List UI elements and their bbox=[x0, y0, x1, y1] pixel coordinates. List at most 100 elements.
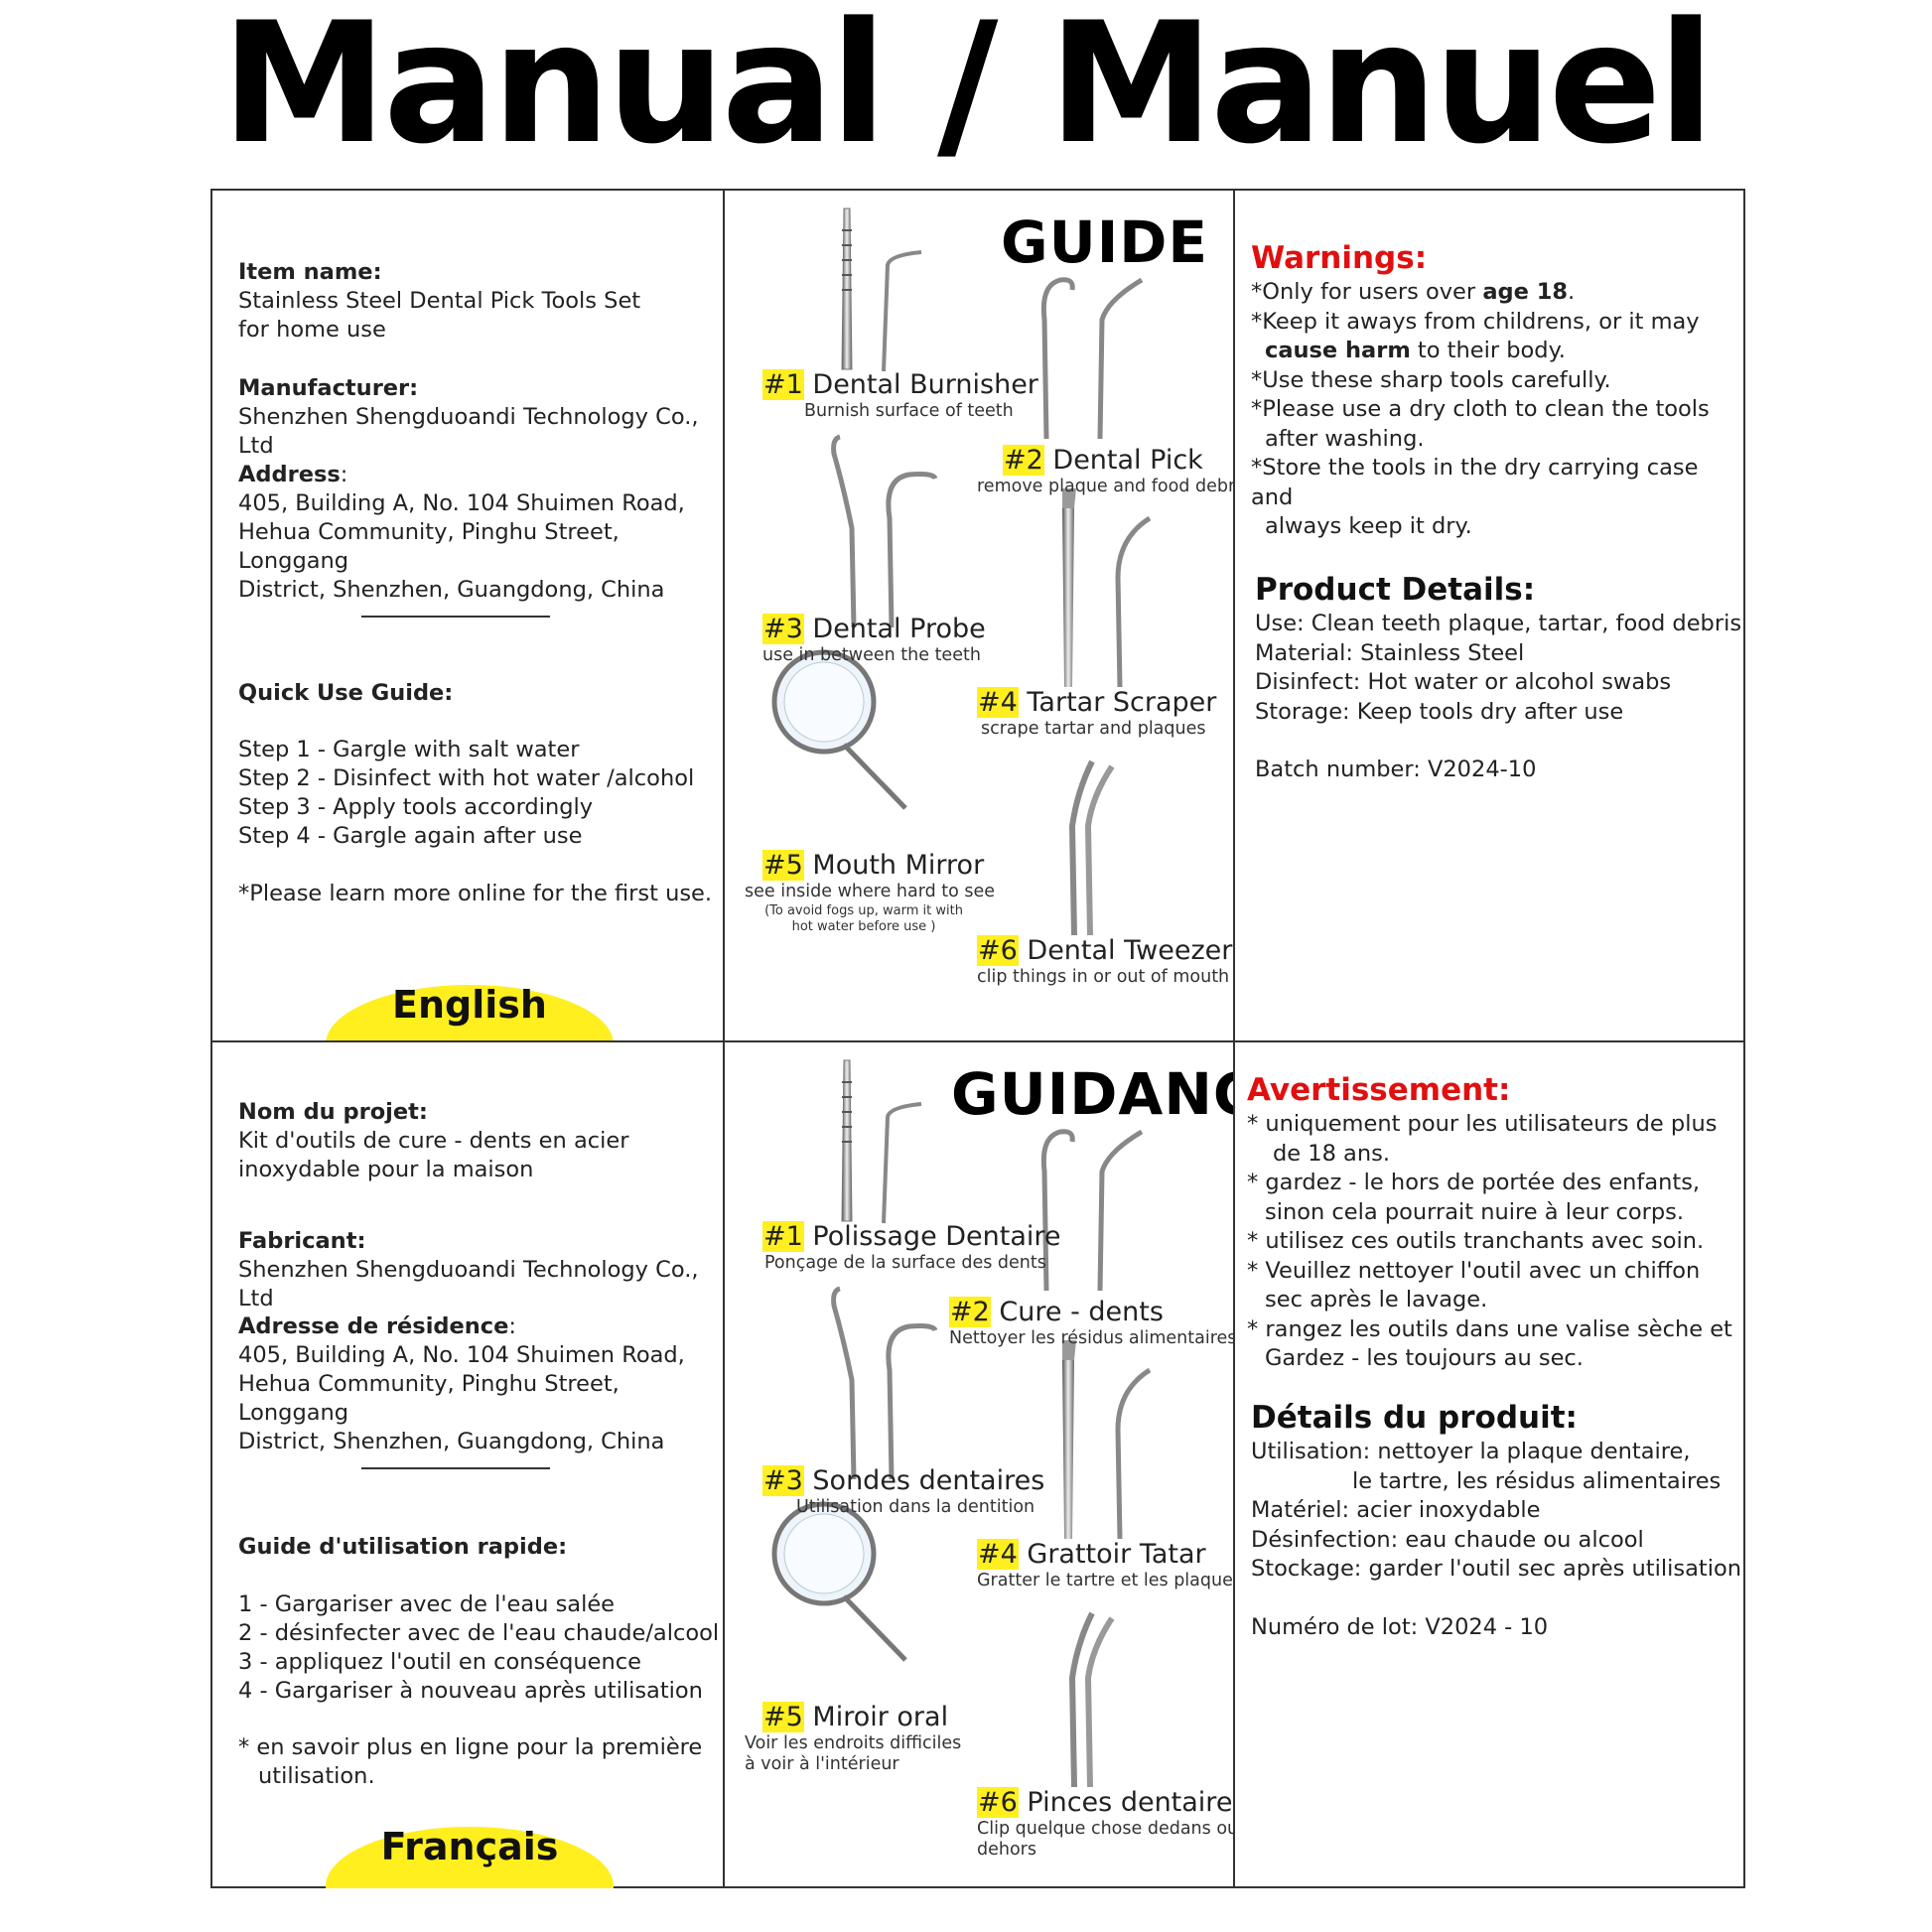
warning-item: * Veuillez nettoyer l'outil avec un chif… bbox=[1247, 1257, 1701, 1284]
address-line: 405, Building A, No. 104 Shuimen Road, bbox=[238, 1342, 685, 1368]
mirror-tool-icon bbox=[771, 649, 907, 810]
language-badge-english: English bbox=[326, 985, 614, 1040]
mirror-tool-icon bbox=[771, 1501, 907, 1662]
quick-guide-label: Guide d'utilisation rapide: bbox=[238, 1534, 568, 1560]
warning-item: * gardez - le hors de portée des enfants… bbox=[1247, 1170, 1701, 1195]
french-guide-panel: GUIDANCE #1 Polissage Dentaire Ponçage d… bbox=[725, 1042, 1233, 1888]
warning-text: *Only for users over bbox=[1251, 279, 1483, 305]
tweezer-tool-icon bbox=[1068, 1611, 1115, 1788]
tool-item: #2 Cure - dents Nettoyer les résidus ali… bbox=[949, 1297, 1233, 1348]
language-badge-french: Français bbox=[326, 1827, 614, 1888]
item-name-label: Nom du projet: bbox=[238, 1099, 428, 1125]
tool-item: #2 Dental Pick remove plaque and food de… bbox=[977, 445, 1233, 496]
tool-number: #1 bbox=[762, 1221, 804, 1252]
warning-item: * uniquement pour les utilisateurs de pl… bbox=[1247, 1111, 1718, 1137]
burnisher-tool-icon bbox=[841, 1059, 922, 1224]
step-item: Step 1 - Gargle with salt water bbox=[238, 737, 580, 762]
french-warnings-panel: Avertissement: * uniquement pour les uti… bbox=[1235, 1042, 1745, 1888]
warning-item: always keep it dry. bbox=[1265, 513, 1472, 539]
probe-tool-icon bbox=[831, 1286, 938, 1480]
step-item: Step 2 - Disinfect with hot water /alcoh… bbox=[238, 765, 695, 791]
warning-item: sec après le lavage. bbox=[1265, 1287, 1488, 1312]
tool-item: #1 Polissage Dentaire Ponçage de la surf… bbox=[762, 1221, 1061, 1273]
warning-item: * utilisez ces outils tranchants avec so… bbox=[1247, 1228, 1705, 1254]
row-divider bbox=[212, 1040, 1743, 1042]
address-line: District, Shenzhen, Guangdong, China bbox=[238, 577, 665, 603]
tool-name: Dental Burnisher bbox=[812, 369, 1038, 400]
manual-grid: Item name: Stainless Steel Dental Pick T… bbox=[210, 189, 1745, 1888]
tool-number: #5 bbox=[762, 1702, 804, 1732]
step-item: 3 - appliquez l'outil en conséquence bbox=[238, 1649, 641, 1675]
usage-note: utilisation. bbox=[258, 1763, 375, 1789]
tool-description: dehors bbox=[977, 1840, 1036, 1860]
tool-number: #6 bbox=[977, 935, 1019, 966]
warnings-title: Avertissement: bbox=[1247, 1072, 1511, 1108]
warning-item: de 18 ans. bbox=[1273, 1140, 1390, 1167]
guide-title: GUIDE bbox=[1001, 208, 1209, 276]
tool-number: #5 bbox=[762, 850, 804, 881]
tool-description: scrape tartar and plaques bbox=[981, 719, 1206, 739]
tool-number: #6 bbox=[977, 1787, 1019, 1818]
warning-item: *Use these sharp tools carefully. bbox=[1251, 366, 1611, 393]
tool-description: Burnish surface of teeth bbox=[804, 401, 1014, 421]
tool-name: Dental Pick bbox=[1052, 445, 1203, 476]
language-label: English bbox=[392, 983, 547, 1027]
product-details-list: Utilisation: nettoyer la plaque dentaire… bbox=[1251, 1438, 1741, 1642]
language-label: Français bbox=[380, 1825, 559, 1868]
tool-note: (To avoid fogs up, warm it with hot wate… bbox=[745, 903, 983, 935]
detail-item: le tartre, les résidus alimentaires bbox=[1352, 1467, 1722, 1494]
tool-description: Voir les endroits difficiles bbox=[745, 1733, 962, 1753]
tool-item: #6 Pinces dentaires Clip quelque chose d… bbox=[977, 1787, 1233, 1860]
step-item: 4 - Gargariser à nouveau après utilisati… bbox=[238, 1678, 703, 1704]
address-label: Address bbox=[238, 462, 341, 487]
page-title: Manual / Manuel bbox=[220, 0, 1715, 181]
tool-number: #3 bbox=[762, 1465, 804, 1496]
warning-item: sinon cela pourrait nuire à leur corps. bbox=[1265, 1198, 1685, 1225]
tool-item: #1 Dental Burnisher Burnish surface of t… bbox=[762, 369, 1038, 421]
batch-number: Numéro de lot: V2024 - 10 bbox=[1251, 1613, 1549, 1640]
warning-item: cause harm to their body. bbox=[1251, 337, 1745, 366]
tool-item: #5 Miroir oral Voir les endroits diffici… bbox=[745, 1702, 961, 1774]
step-item: 1 - Gargariser avec de l'eau salée bbox=[238, 1591, 616, 1617]
dental-tools-illustration bbox=[771, 1059, 1152, 1788]
section-separator bbox=[361, 1467, 550, 1469]
tool-note-line: (To avoid fogs up, warm it with bbox=[764, 903, 963, 918]
tool-item: #4 Grattoir Tatar Gratter le tartre et l… bbox=[977, 1539, 1233, 1590]
detail-item: Disinfect: Hot water or alcohol swabs bbox=[1255, 669, 1672, 695]
pick-tool-icon bbox=[1040, 277, 1144, 440]
tool-name: Dental Tweezer bbox=[1027, 935, 1233, 966]
manufacturer-value: Shenzhen Shengduoandi Technology Co., Lt… bbox=[238, 1257, 699, 1311]
detail-item: Utilisation: nettoyer la plaque dentaire… bbox=[1251, 1439, 1691, 1464]
warning-item: *Keep it aways from childrens, or it may bbox=[1251, 308, 1700, 335]
section-separator bbox=[361, 616, 550, 618]
warning-item: * rangez les outils dans une valise sèch… bbox=[1247, 1315, 1732, 1342]
detail-item: Storage: Keep tools dry after use bbox=[1255, 698, 1624, 725]
manufacturer-label: Manufacturer: bbox=[238, 375, 419, 401]
column-divider bbox=[1233, 191, 1235, 1886]
tool-description: remove plaque and food debris bbox=[977, 477, 1233, 496]
step-item: Step 4 - Gargle again after use bbox=[238, 823, 583, 849]
tool-item: #4 Tartar Scraper scrape tartar and plaq… bbox=[977, 687, 1216, 739]
warning-emphasis: age 18 bbox=[1482, 279, 1569, 305]
detail-item: Stockage: garder l'outil sec après utili… bbox=[1251, 1556, 1741, 1582]
address-colon: : bbox=[508, 1313, 516, 1339]
batch-number: Batch number: V2024-10 bbox=[1255, 757, 1537, 782]
english-guide-panel: GUIDE #1 Dental Burnisher Burnish surfac… bbox=[725, 191, 1233, 1040]
tool-description: use in between the teeth bbox=[762, 645, 981, 665]
tool-number: #2 bbox=[949, 1297, 991, 1327]
tool-description: Nettoyer les résidus alimentaires bbox=[949, 1328, 1233, 1348]
manufacturer-label: Fabricant: bbox=[238, 1228, 366, 1254]
tool-number: #1 bbox=[762, 369, 804, 400]
tool-description: à voir à l'intérieur bbox=[745, 1754, 899, 1774]
tool-name: Sondes dentaires bbox=[812, 1465, 1045, 1496]
warning-text: to their body. bbox=[1410, 338, 1566, 363]
warning-item: after washing. bbox=[1265, 425, 1425, 452]
tool-name: Mouth Mirror bbox=[812, 850, 985, 881]
product-details-title: Product Details: bbox=[1255, 572, 1536, 608]
address-line: 405, Building A, No. 104 Shuimen Road, bbox=[238, 490, 685, 516]
tool-number: #2 bbox=[1003, 445, 1044, 476]
tool-number: #4 bbox=[977, 687, 1019, 718]
tool-description: Ponçage de la surface des dents bbox=[764, 1253, 1046, 1273]
tool-name: Grattoir Tatar bbox=[1027, 1539, 1206, 1570]
tool-description: Utilisation dans la dentition bbox=[796, 1497, 1035, 1517]
